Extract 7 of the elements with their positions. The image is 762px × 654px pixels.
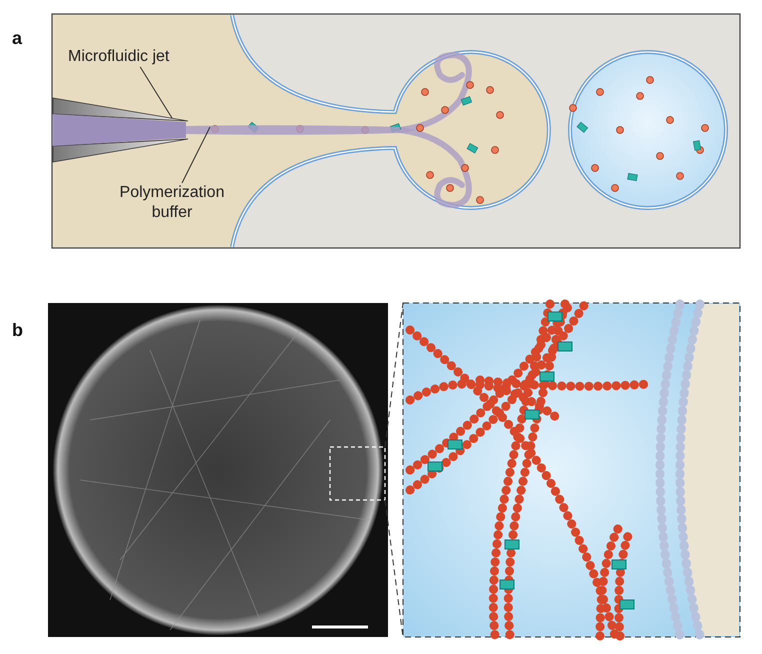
panel-label: a: [12, 28, 22, 49]
callout-text: Microfluidic jet: [68, 47, 200, 67]
jet-nozzle: [52, 98, 188, 162]
callout-text: Polymerization buffer: [102, 183, 242, 223]
panel-label: b: [12, 320, 23, 341]
leader-line: [140, 66, 172, 118]
leader-line: [182, 126, 210, 184]
